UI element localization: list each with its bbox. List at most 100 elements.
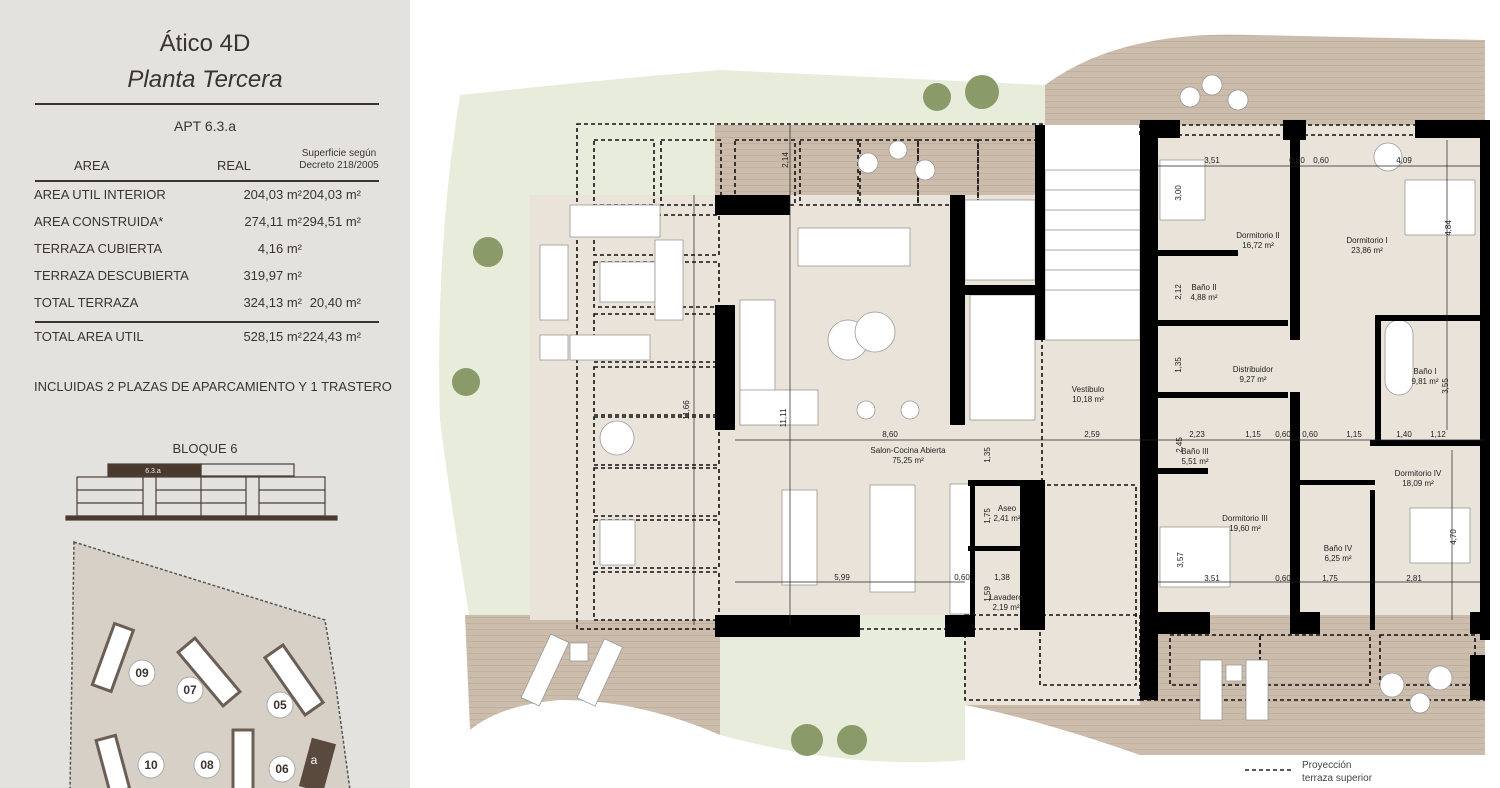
divider	[35, 180, 379, 182]
dimension-label: 2,45	[1175, 437, 1184, 453]
dimension-label: 11,66	[682, 400, 691, 420]
dimension-label: 5,99	[834, 573, 850, 582]
row-real: 324,13 m²	[243, 295, 302, 310]
block-elevation-and-site-map: 6.3.a 09 07 05 10 08 06	[65, 463, 351, 788]
row-real: 319,97 m²	[243, 268, 302, 283]
row-label: AREA UTIL INTERIOR	[34, 187, 166, 202]
dimension-label: 0,60	[1313, 156, 1329, 165]
dimension-label: 4,70	[1449, 529, 1458, 545]
dimension-label: 3,55	[1441, 378, 1450, 394]
tree-icons	[452, 75, 999, 756]
room-area: 5,51 m²	[1181, 457, 1208, 466]
room-name: Dormitorio II	[1236, 231, 1280, 240]
building-label: 07	[183, 683, 197, 697]
room-area: 2,41 m²	[993, 514, 1020, 523]
dimension-label: 2,23	[1189, 430, 1205, 439]
room-name: Salon-Cocina Abierta	[870, 446, 946, 455]
legend: Proyección terraza superior	[1245, 760, 1373, 784]
dimension-label: 0,60	[1289, 156, 1305, 165]
legend-line2: terraza superior	[1302, 773, 1373, 784]
row-decree: 204,03 m²	[302, 187, 361, 202]
building-label: 09	[135, 666, 149, 680]
total-decree: 224,43 m²	[302, 329, 361, 344]
apartment-code: APT 6.3.a	[173, 118, 236, 134]
room-area: 23,86 m²	[1351, 246, 1383, 255]
room-area: 16,72 m²	[1242, 241, 1274, 250]
table-total-row: TOTAL AREA UTIL 528,15 m² 224,43 m²	[34, 329, 384, 347]
room-name: Dormitorio III	[1222, 514, 1268, 523]
garden-bottom	[720, 615, 965, 763]
parking-note: INCLUIDAS 2 PLAZAS DE APARCAMIENTO Y 1 T…	[34, 379, 392, 394]
dimension-label: 2,59	[1084, 430, 1100, 439]
row-real: 4,16 m²	[257, 241, 302, 256]
dimension-labels: 2,14 11,66 11,11 8,60 2,59 1,35 5,99 0,6…	[682, 152, 1458, 602]
dimension-lines	[693, 125, 1485, 625]
floor-subtitle: Planta Tercera	[127, 66, 283, 93]
room-area: 2,19 m²	[992, 603, 1019, 612]
dimension-label: 1,15	[1346, 430, 1362, 439]
dimension-label: 8,60	[882, 430, 898, 439]
table-row: AREA UTIL INTERIOR 204,03 m² 204,03 m²	[34, 187, 384, 205]
room-area: 9,81 m²	[1411, 377, 1438, 386]
site-map: 09 07 05 10 08 06 a	[69, 540, 351, 788]
dimension-label: 0,60	[1275, 574, 1291, 583]
info-panel: Ático 4D Planta Tercera APT 6.3.a AREA R…	[0, 0, 410, 788]
dimension-label: 3,51	[1204, 156, 1220, 165]
table-row: AREA CONSTRUIDA* 274,11 m² 294,51 m²	[34, 214, 384, 232]
room-name: Lavadero	[989, 593, 1023, 602]
dimension-label: 0,60	[1275, 430, 1291, 439]
row-real: 274,11 m²	[244, 214, 302, 229]
dimension-label: 3,51	[1204, 574, 1220, 583]
table-header: AREA REAL	[34, 158, 384, 176]
dimension-label: 1,75	[1322, 574, 1338, 583]
table-row: TERRAZA CUBIERTA 4,16 m²	[34, 241, 384, 259]
col-decree-line1: Superficie según	[301, 148, 377, 159]
row-real: 204,03 m²	[243, 187, 302, 202]
dimension-label: 1,38	[994, 573, 1010, 582]
unit-title: Ático 4D	[159, 30, 251, 57]
divider	[35, 321, 379, 323]
room-area: 10,18 m²	[1072, 395, 1104, 404]
dimension-label: 2,14	[781, 152, 790, 168]
room-area: 9,27 m²	[1239, 375, 1266, 384]
row-label: TERRAZA CUBIERTA	[34, 241, 163, 256]
unit-tag: 6.3.a	[145, 468, 161, 475]
row-decree: 20,40 m²	[309, 295, 361, 310]
walls	[715, 120, 1490, 700]
room-area: 75,25 m²	[892, 456, 924, 465]
dimension-label: 0,60	[1302, 430, 1318, 439]
row-label: TOTAL TERRAZA	[34, 295, 139, 310]
dimension-label: 1,12	[1430, 430, 1446, 439]
room-name: Baño I	[1413, 367, 1436, 376]
room-area: 4,88 m²	[1190, 293, 1217, 302]
dimension-label: 4,84	[1444, 220, 1453, 236]
col-area: AREA	[74, 158, 110, 173]
dimension-label: 1,40	[1396, 430, 1412, 439]
unit-marker: a	[311, 753, 318, 767]
dimension-label: 2,81	[1406, 574, 1422, 583]
col-real: REAL	[217, 158, 251, 173]
front-terrace	[715, 125, 1045, 195]
room-name: Dormitorio I	[1346, 236, 1387, 245]
dimension-label: 11,11	[779, 408, 788, 427]
furniture	[520, 74, 1476, 721]
room-name: Baño II	[1191, 283, 1216, 292]
building-label: 05	[273, 698, 287, 712]
divider	[35, 103, 379, 105]
room-name: Dormitorio IV	[1395, 469, 1442, 478]
top-terrace	[1045, 34, 1485, 126]
table-row: TERRAZA DESCUBIERTA 319,97 m²	[34, 268, 384, 286]
dimension-label: 3,57	[1176, 552, 1185, 568]
dimension-label: 1,35	[1174, 357, 1183, 373]
dimension-label: 4,09	[1396, 156, 1412, 165]
dimension-label: 3,00	[1174, 185, 1183, 201]
room-name: Baño III	[1181, 447, 1209, 456]
block-elevation	[65, 463, 338, 521]
room-area: 6,25 m²	[1324, 554, 1351, 563]
dimension-label: 1,75	[983, 508, 992, 524]
table-row: TOTAL TERRAZA 324,13 m² 20,40 m²	[34, 295, 384, 313]
room-area: 19,60 m²	[1229, 524, 1261, 533]
dimension-label: 1,59	[983, 586, 992, 602]
total-label: TOTAL AREA UTIL	[34, 329, 144, 344]
